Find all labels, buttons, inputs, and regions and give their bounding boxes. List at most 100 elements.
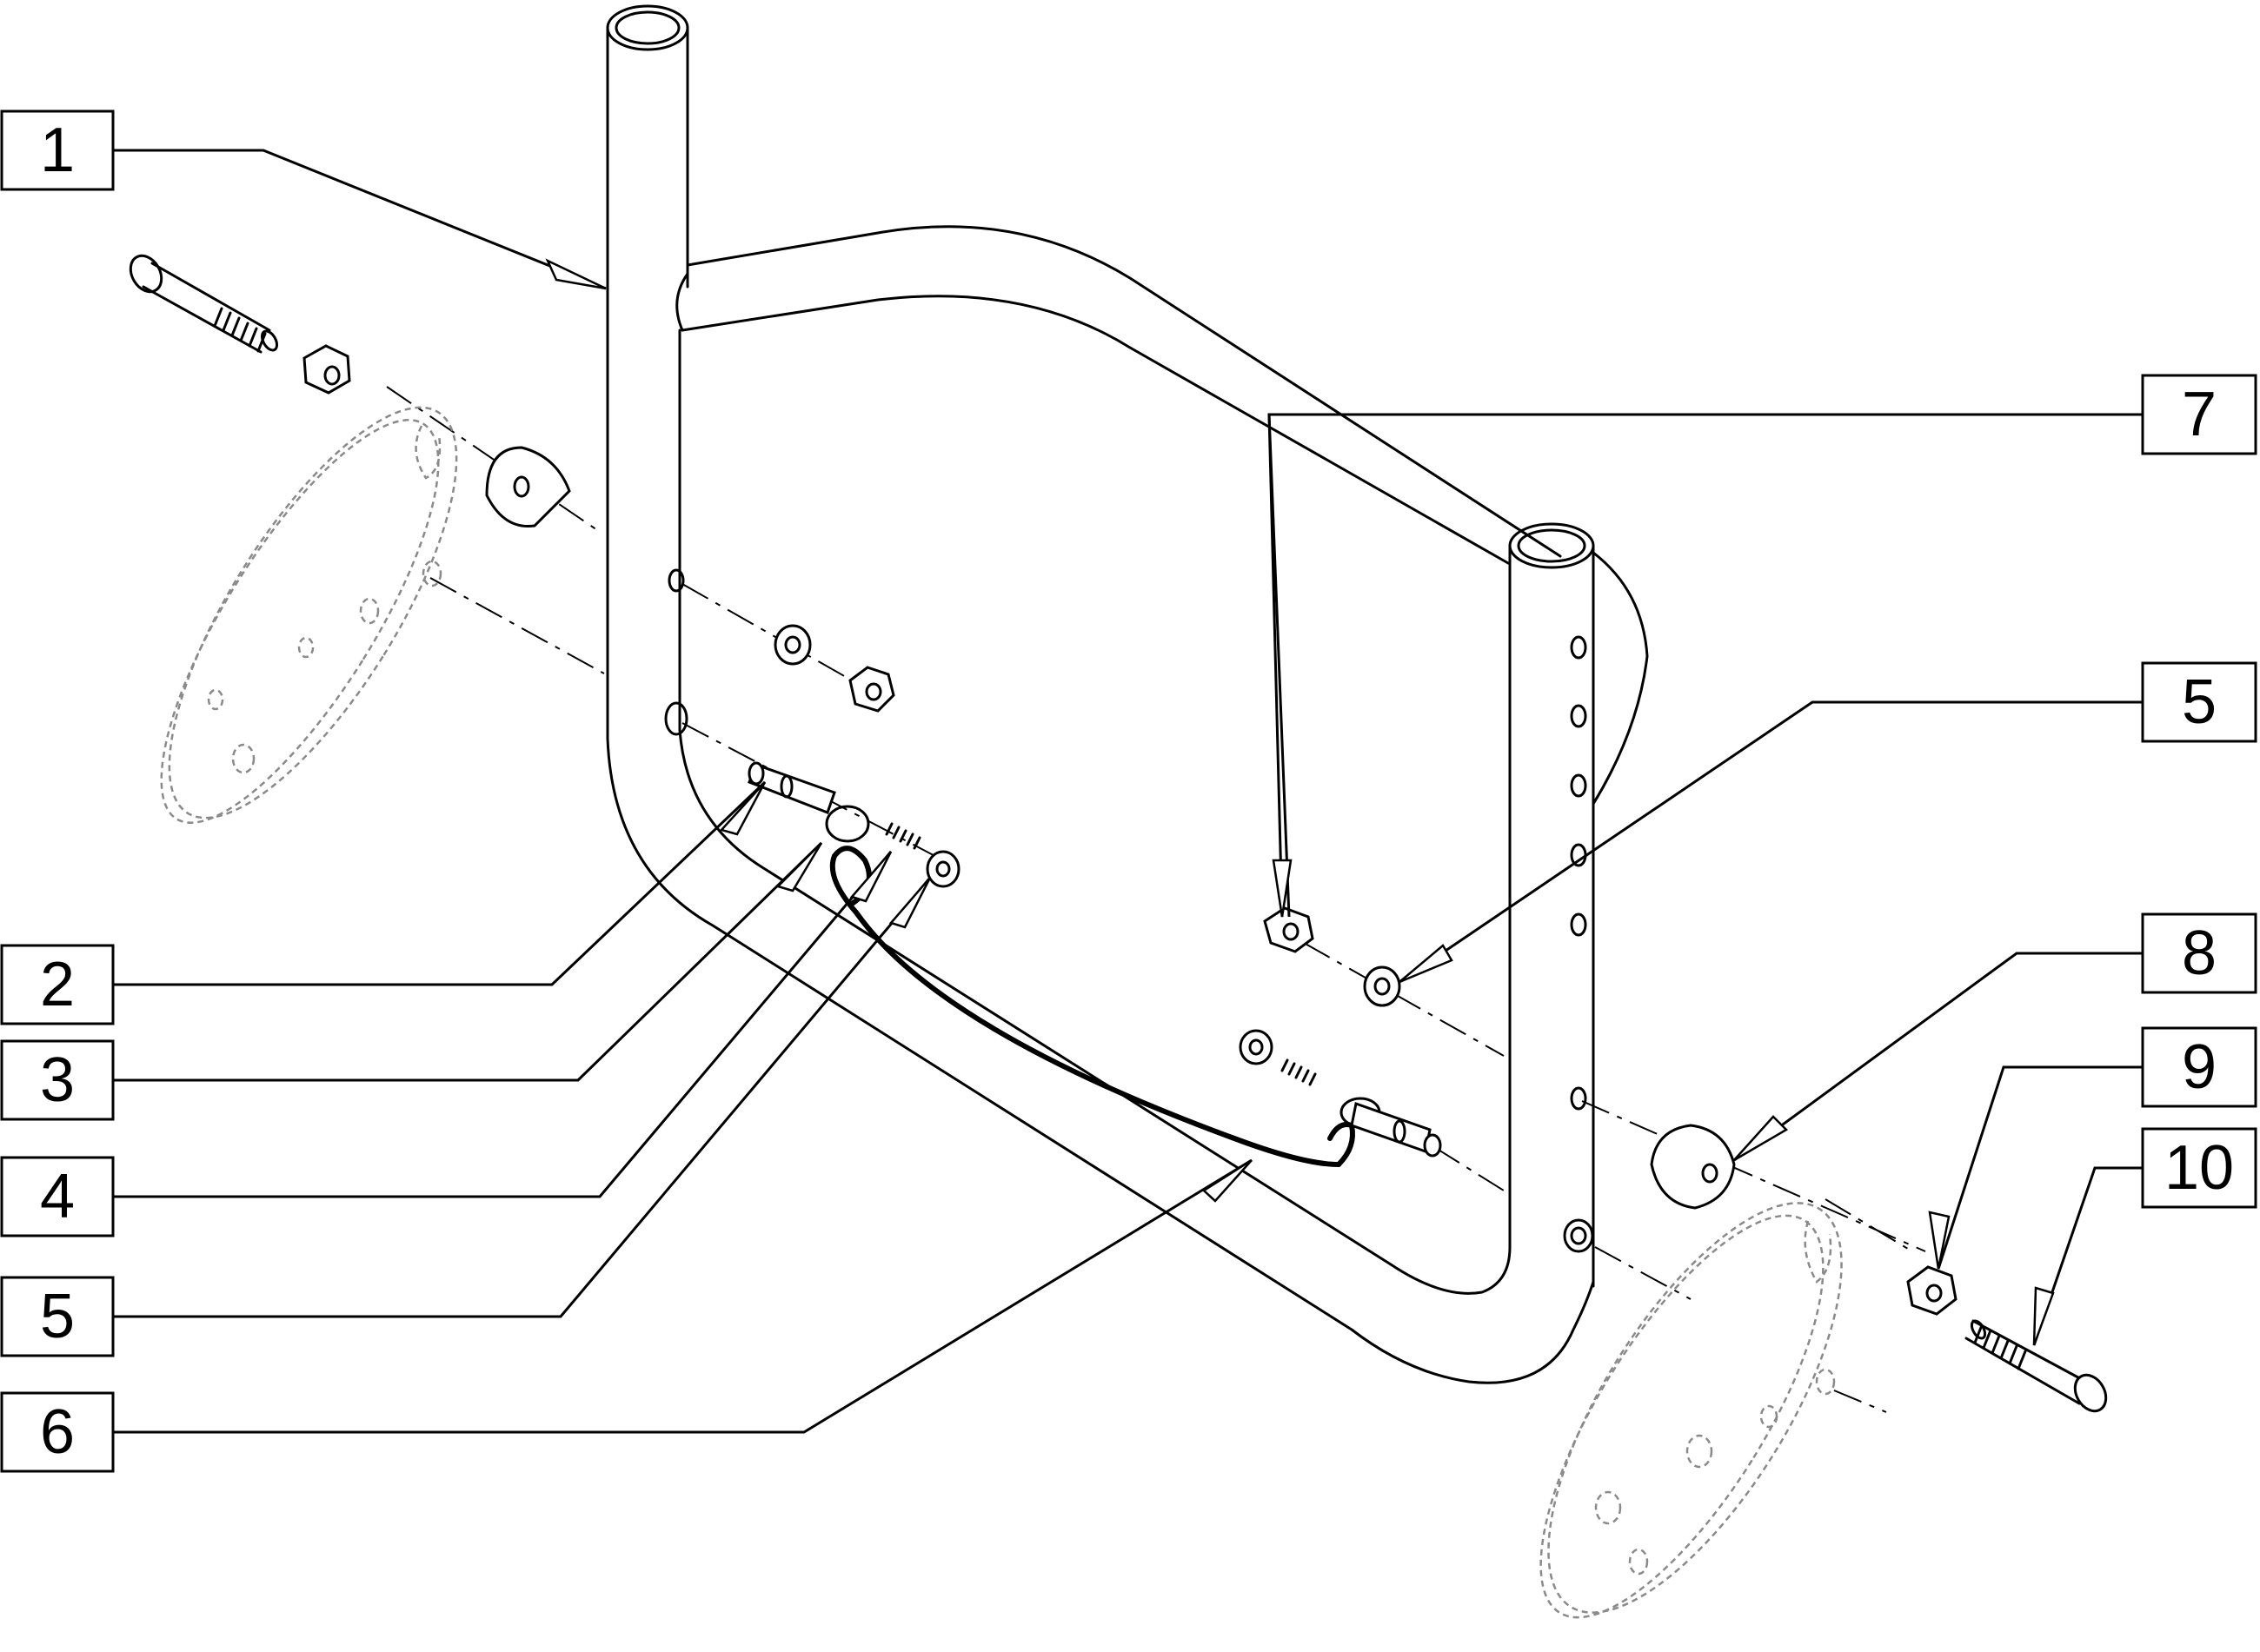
left-post-top-inner [615,10,681,45]
spring [1280,1058,1317,1086]
plate-hole [1685,1434,1713,1469]
plate-outline [168,406,458,819]
arrowhead-2 [719,781,767,836]
washer [926,850,960,888]
assembly-axes [386,386,1926,1413]
callout-box [2141,1026,2257,1108]
bolt-head [2073,1373,2108,1413]
spacer-body [1650,1124,1736,1210]
pin-tip [748,761,765,786]
lower-rail-inner [678,728,1512,1295]
plate-slot [1804,1220,1832,1284]
washer-hole [1248,1038,1264,1056]
callout-label: 5 [2182,667,2217,737]
pin-collar [1393,1119,1406,1144]
arrowheads [545,258,2055,1346]
right-post-grommet [1563,1218,1594,1253]
callout-label: 7 [2182,380,2217,449]
plate-slot [415,425,442,480]
hex-nut-hole [323,365,341,386]
callout-box [0,1391,115,1473]
arrowhead-4 [849,851,893,903]
axis-right-nut [1303,942,1505,1057]
plate-hole [297,636,315,659]
bolt-shank-edge [150,262,271,332]
bolt-shank-edge [142,285,263,354]
callout-6: 6 [0,1391,115,1473]
plate-hole [1628,1548,1649,1576]
callout-2: 2 [0,944,115,1025]
right-post-top-inner [1517,528,1586,563]
arrowhead-10 [2032,1286,2055,1346]
arrowhead-9 [1928,1211,1951,1270]
left-washer-nut [774,624,895,713]
callout-1: 1 [0,109,115,191]
right-ghost-plate [1539,1202,1843,1619]
callout-5b: 5 [2141,661,2257,743]
axis-right-grommet [1594,1246,1692,1300]
bolt-shank-edge [1971,1319,2088,1383]
arrowhead-5a [888,877,932,929]
bolt-thread [1973,1324,2027,1370]
right-post-hole [1570,773,1587,798]
right-post-bracket [1592,551,1649,806]
plate-hole [1759,1404,1778,1429]
left-post-hole [668,568,685,593]
plate-hole [1815,1368,1836,1396]
lanyard-cable [829,853,1341,1167]
bolt-thread [213,307,267,353]
leader-1 [113,149,607,290]
callout-label: 4 [40,1162,75,1231]
nut-hole [865,682,882,701]
axis-right-plate [1825,1198,1913,1252]
plate-hole [231,743,256,774]
arrowhead-5b [1399,944,1453,984]
callout-box [0,1039,115,1121]
callout-3: 3 [0,1039,115,1121]
leader-5b [1399,700,2143,984]
plate-outline-back [160,419,440,824]
plate-hole [1594,1490,1622,1525]
spacer-hole [513,475,530,498]
washer [1239,1029,1273,1065]
washer-hole [1373,977,1391,996]
nut-hole [1282,922,1300,941]
right-spacer-block [1650,1124,1736,1210]
callout-label: 9 [2182,1032,2217,1102]
washer [774,624,812,666]
callout-label: 10 [2164,1133,2234,1203]
plate-outline [1547,1202,1843,1614]
plate-hole [359,597,380,625]
plate-hole [207,688,224,711]
nut-body [1906,1265,1958,1316]
callout-label: 5 [40,1282,75,1351]
callout-box [0,109,115,191]
left-spacer-block [485,446,571,528]
right-washer [1363,965,1401,1007]
crossbar-weld [675,272,689,332]
plate-outline-back [1539,1214,1825,1619]
leader-8 [1733,952,2143,1162]
right-bolt [1964,1319,2108,1413]
callout-8: 8 [2141,912,2257,994]
arrowhead-8 [1733,1115,1789,1162]
callout-7: 7 [2141,374,2257,455]
crossbar-bottom-edge [681,295,1510,565]
lanyard-loop-right [1327,1122,1355,1167]
leader-5a [113,877,932,1318]
arrowhead-3 [775,842,823,892]
plate-hole [422,560,442,587]
nut-body [848,666,895,713]
leader-7b [1267,414,1291,918]
callout-5a: 5 [0,1276,115,1357]
arrowhead-7 [1272,859,1293,918]
tube-frame [606,4,1649,1384]
right-post-hole [1570,1086,1587,1111]
bolt-shank-edge [1964,1337,2081,1405]
callout-4: 4 [0,1156,115,1237]
pin-tip [1423,1133,1442,1158]
nut-body [1263,906,1314,953]
axis-upper-left [386,386,601,533]
callout-box [0,1156,115,1237]
left-post-hole [664,701,688,736]
